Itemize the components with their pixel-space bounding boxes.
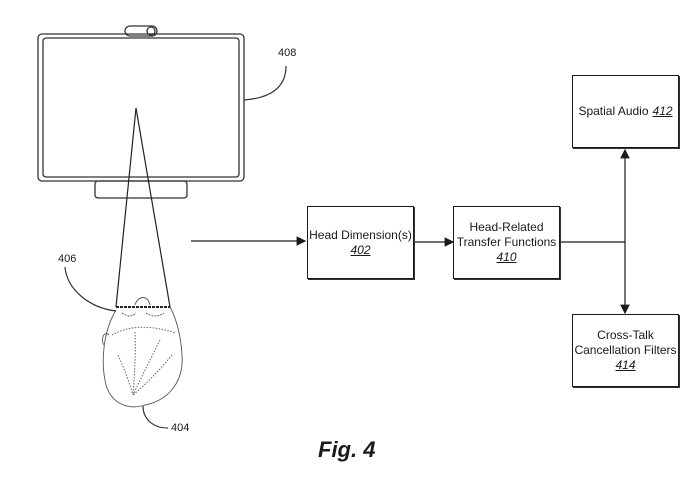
leader-404 bbox=[142, 405, 169, 429]
leader-408 bbox=[243, 65, 287, 101]
leader-406 bbox=[64, 266, 117, 312]
ref-label-406: 406 bbox=[58, 253, 77, 265]
crosstalk-box: Cross-Talk Cancellation Filters 414 bbox=[572, 314, 679, 387]
spatial-audio-box: Spatial Audio 412 bbox=[572, 75, 679, 148]
spatial-audio-title: Spatial Audio bbox=[578, 104, 649, 118]
monitor-stand bbox=[94, 180, 188, 199]
ref-label-404: 404 bbox=[171, 422, 190, 434]
hrtf-line2: Transfer Functions bbox=[456, 235, 557, 249]
crosstalk-line2: Cancellation Filters bbox=[574, 343, 677, 357]
spatial-audio-ref: 412 bbox=[652, 104, 673, 118]
display-monitor bbox=[37, 25, 245, 199]
crosstalk-line1: Cross-Talk bbox=[597, 328, 654, 342]
camera-lens bbox=[146, 26, 156, 36]
figure-caption: Fig. 4 bbox=[318, 437, 376, 462]
head-dimensions-ref: 402 bbox=[350, 242, 371, 257]
head-dimensions-box: Head Dimension(s) 402 bbox=[307, 206, 414, 279]
crosstalk-ref: 414 bbox=[615, 358, 636, 372]
head-dimensions-title: Head Dimension(s) bbox=[309, 227, 412, 242]
sight-cone bbox=[115, 107, 171, 308]
camera bbox=[124, 25, 158, 37]
hrtf-ref: 410 bbox=[496, 250, 517, 264]
hrtf-box: Head-Related Transfer Functions 410 bbox=[453, 206, 560, 279]
head-illustration bbox=[101, 297, 183, 408]
hrtf-line1: Head-Related bbox=[469, 220, 544, 234]
ref-label-408: 408 bbox=[278, 47, 297, 59]
